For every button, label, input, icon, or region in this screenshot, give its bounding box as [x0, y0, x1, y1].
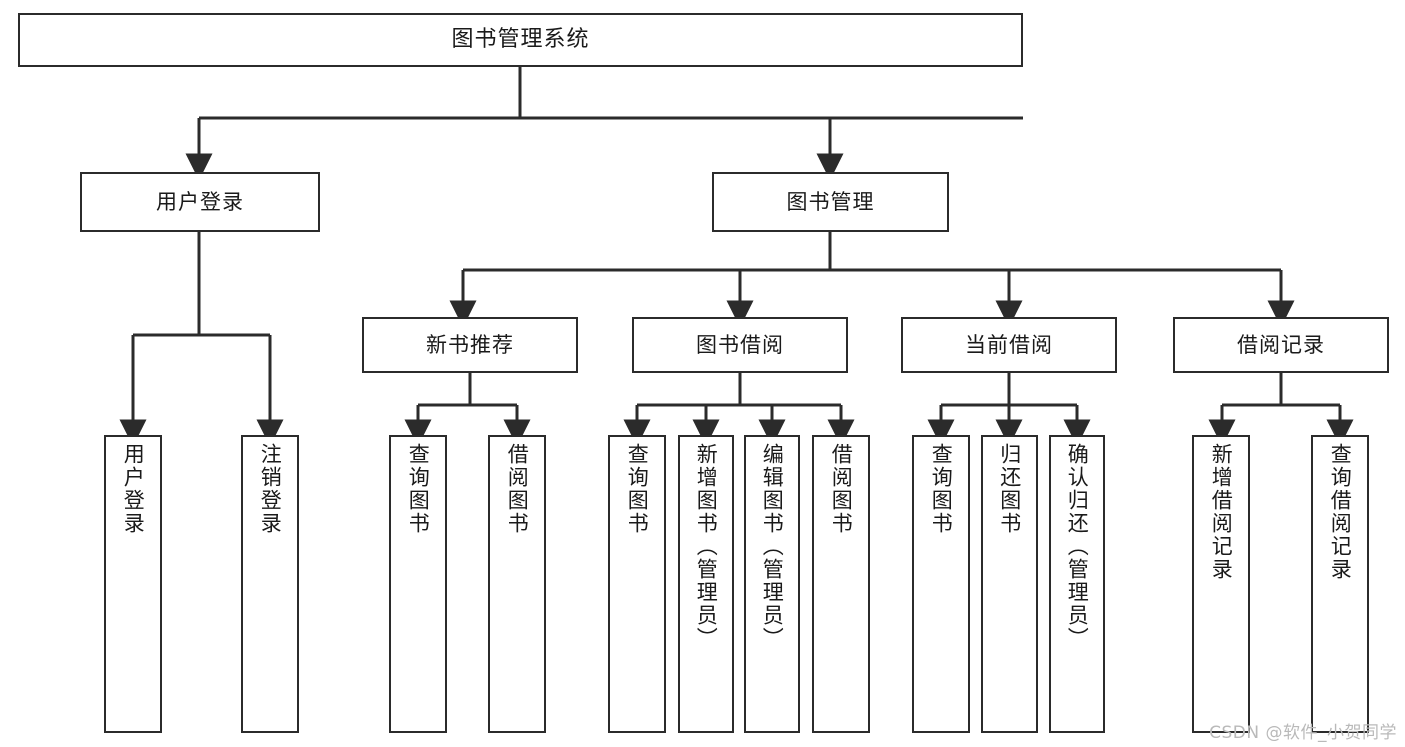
leaf-current-borrow-query[interactable]: 查询图书 — [912, 435, 970, 733]
node-book-management-label: 图书管理 — [786, 189, 875, 214]
node-book-management[interactable]: 图书管理 — [712, 172, 949, 232]
leaf-label: 用户登录 — [121, 443, 146, 535]
leaf-label: 查询图书 — [406, 443, 431, 535]
leaf-label: 归还图书 — [997, 443, 1022, 535]
leaf-user-login-logout[interactable]: 注销登录 — [241, 435, 299, 733]
node-new-book-recommend[interactable]: 新书推荐 — [362, 317, 578, 373]
leaf-label: 借阅图书 — [505, 443, 530, 535]
leaf-current-borrow-confirm-return[interactable]: 确认归还（管理员） — [1049, 435, 1105, 733]
node-current-borrow-label: 当前借阅 — [965, 332, 1053, 357]
leaf-book-borrow-query[interactable]: 查询图书 — [608, 435, 666, 733]
node-book-borrow-label: 图书借阅 — [696, 332, 784, 357]
node-book-borrow[interactable]: 图书借阅 — [632, 317, 848, 373]
leaf-label: 查询图书 — [929, 443, 954, 535]
leaf-label: 确认归还（管理员） — [1065, 443, 1090, 650]
leaf-new-book-query[interactable]: 查询图书 — [389, 435, 447, 733]
node-new-book-recommend-label: 新书推荐 — [426, 332, 514, 357]
watermark: CSDN @软件_小贺同学 — [1209, 723, 1397, 743]
leaf-user-login-login[interactable]: 用户登录 — [104, 435, 162, 733]
leaf-borrow-record-add[interactable]: 新增借阅记录 — [1192, 435, 1250, 733]
leaf-book-borrow-borrow[interactable]: 借阅图书 — [812, 435, 870, 733]
leaf-label: 编辑图书（管理员） — [760, 443, 785, 650]
leaf-new-book-borrow[interactable]: 借阅图书 — [488, 435, 546, 733]
leaf-borrow-record-query[interactable]: 查询借阅记录 — [1311, 435, 1369, 733]
node-current-borrow[interactable]: 当前借阅 — [901, 317, 1117, 373]
node-root-label: 图书管理系统 — [451, 27, 590, 53]
leaf-label: 注销登录 — [258, 443, 283, 535]
leaf-current-borrow-return[interactable]: 归还图书 — [981, 435, 1038, 733]
node-user-login-label: 用户登录 — [156, 189, 244, 214]
node-root[interactable]: 图书管理系统 — [18, 13, 1023, 67]
leaf-book-borrow-add[interactable]: 新增图书（管理员） — [678, 435, 734, 733]
leaf-label: 新增图书（管理员） — [694, 443, 719, 650]
leaf-label: 查询图书 — [625, 443, 650, 535]
node-user-login[interactable]: 用户登录 — [80, 172, 320, 232]
leaf-book-borrow-edit[interactable]: 编辑图书（管理员） — [744, 435, 800, 733]
leaf-label: 新增借阅记录 — [1209, 443, 1234, 581]
node-borrow-record-label: 借阅记录 — [1237, 332, 1325, 357]
leaf-label: 借阅图书 — [829, 443, 854, 535]
node-borrow-record[interactable]: 借阅记录 — [1173, 317, 1389, 373]
leaf-label: 查询借阅记录 — [1328, 443, 1353, 581]
